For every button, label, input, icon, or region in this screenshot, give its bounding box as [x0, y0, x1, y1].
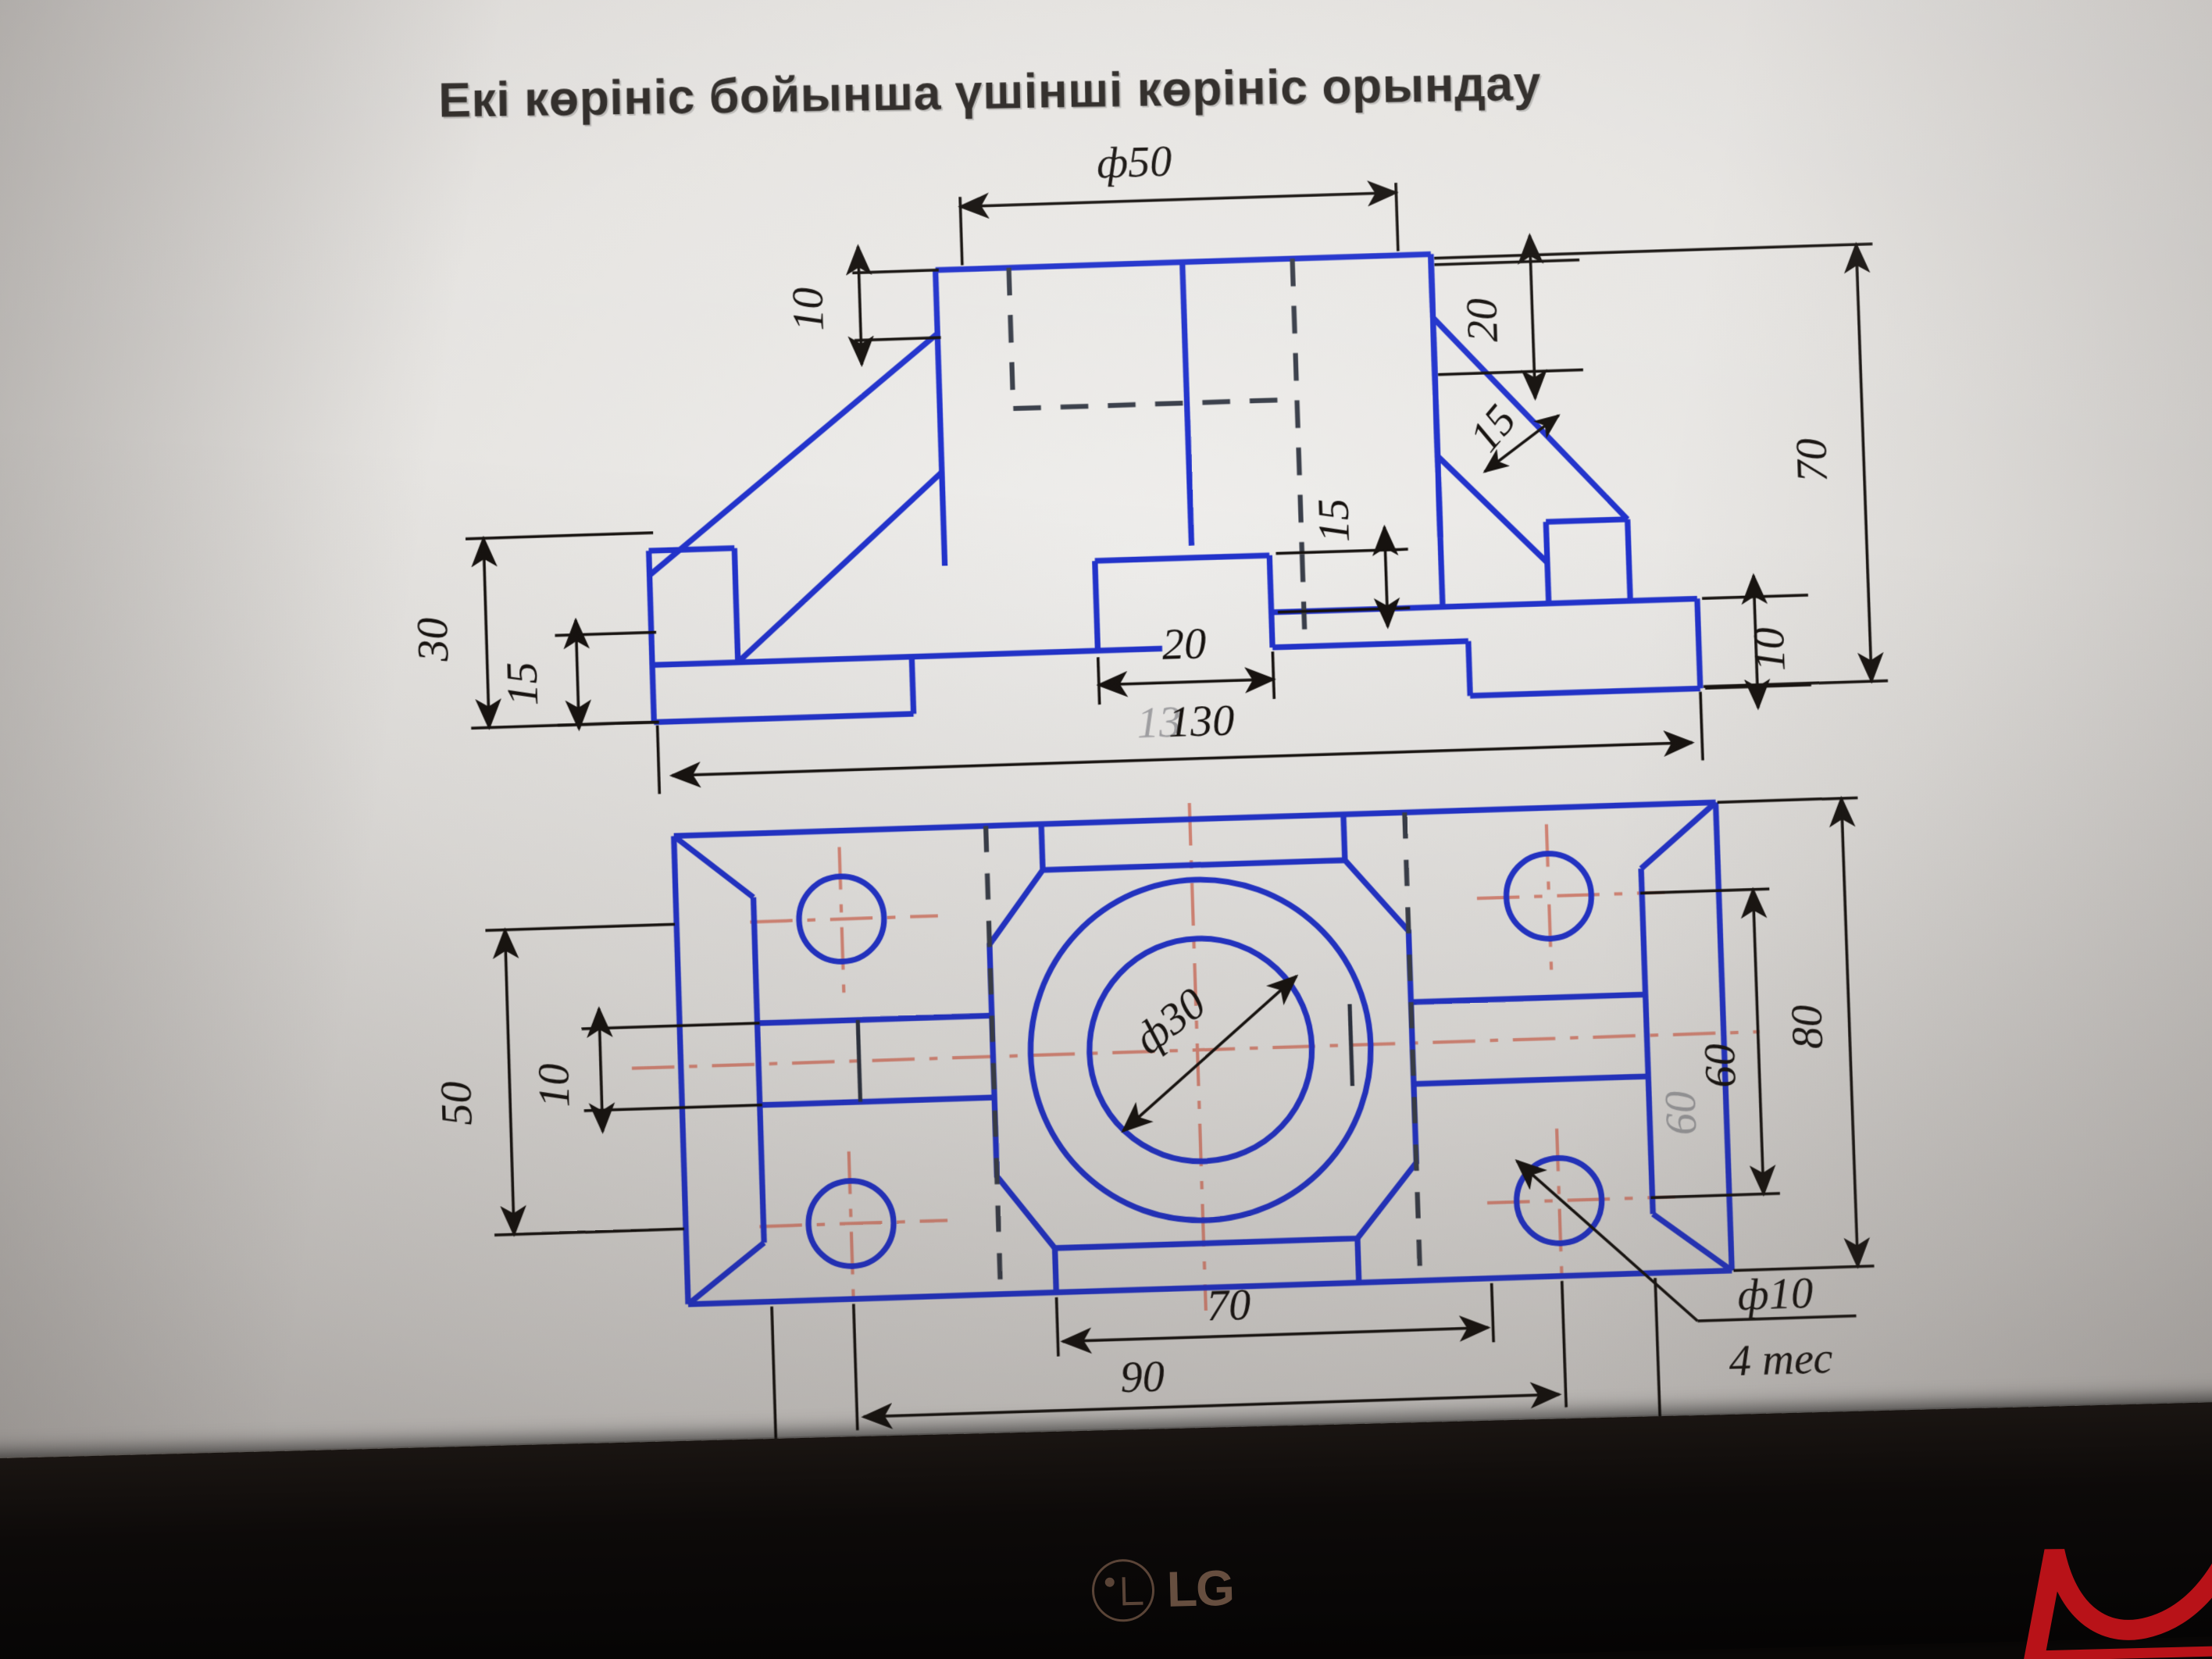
front-view-dimensions: [456, 167, 1891, 800]
dim-fv-30: 30: [409, 617, 458, 663]
dim-fv-20-right: 20: [1457, 298, 1507, 343]
dim-tv-70: 70: [1206, 1280, 1252, 1330]
lg-logo: LG: [1091, 1557, 1234, 1623]
lg-smiley-logo-icon: [1091, 1558, 1156, 1623]
dim-fv-10-right: 10: [1745, 626, 1795, 672]
note-hole-diameter: ф10: [1736, 1268, 1814, 1320]
top-view-dimensions: [483, 797, 1882, 1515]
dim-fv-70: 70: [1787, 437, 1837, 483]
dim-tv-60: 60: [1696, 1043, 1746, 1089]
dim-tv-90: 90: [1119, 1352, 1165, 1402]
technical-drawing: ф50 10 20 15 70 30 15 15 20 10 13 130: [0, 0, 2212, 1572]
red-accent-light: [1914, 1538, 2212, 1659]
dim-fv-130-ghost: 13: [1136, 698, 1182, 748]
dim-tv-80: 80: [1782, 1004, 1832, 1051]
front-view-geometry: [646, 246, 1703, 725]
front-view-hidden-lines: [1009, 259, 1305, 647]
drawing-sheet: Екі көрініс бойынша үшінші көрініс орынд…: [0, 0, 2212, 1572]
note-hole-count: 4 тес: [1729, 1334, 1834, 1386]
monitor-screen: Екі көрініс бойынша үшінші көрініс орынд…: [0, 0, 2212, 1572]
dim-fv-20-center: 20: [1161, 619, 1207, 669]
dim-tv-50: 50: [432, 1080, 482, 1126]
lg-wordmark: LG: [1166, 1559, 1234, 1618]
dim-fv-15-left: 15: [498, 661, 548, 706]
dim-fv-15-center: 15: [1309, 498, 1359, 543]
dim-fv-130: 130: [1168, 696, 1236, 747]
dim-fv-10-left: 10: [783, 287, 833, 332]
dim-tv-10: 10: [530, 1062, 580, 1108]
dim-fv-d50: ф50: [1096, 137, 1172, 188]
dim-tv-60-ghost: 60: [1656, 1090, 1706, 1136]
